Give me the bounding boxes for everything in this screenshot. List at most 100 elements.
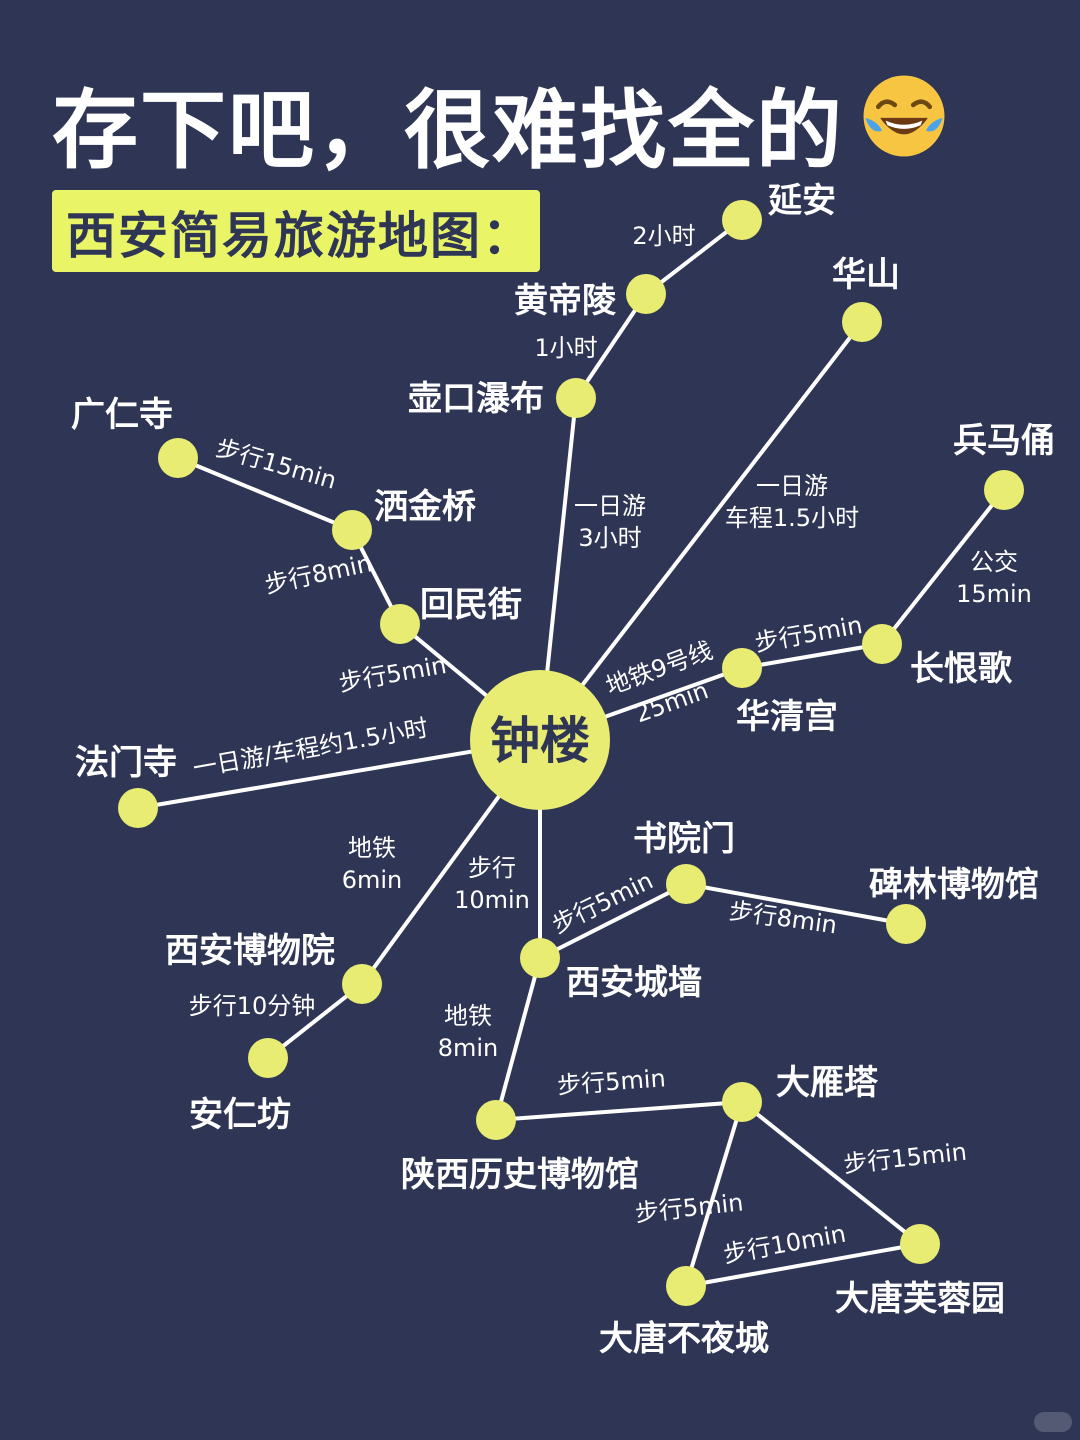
map-subtitle: 西安简易旅游地图： [66, 207, 534, 265]
node-label-huashan: 华山 [832, 255, 900, 295]
edge-label-line: 步行8min [262, 549, 374, 599]
edge-dayanta-furongyuan [740, 1100, 922, 1246]
node-chengqiang [520, 938, 560, 978]
edge-hukou-huangdiling [574, 292, 648, 400]
edge-label-sajinqiao-huiminjie: 步行8min [262, 549, 374, 599]
node-huashan [842, 302, 882, 342]
node-label-beilin: 碑林博物馆 [869, 865, 1039, 905]
node-label-huiminjie: 回民街 [420, 585, 522, 625]
edge-label-chengqiang-shaanxilishi: 地铁 8min [438, 1002, 499, 1062]
edge-label-line: 步行5min [556, 1064, 666, 1100]
edge-label-line: 3小时 [578, 524, 641, 552]
node-yanan [722, 200, 762, 240]
edge-label-line: 公交 [970, 548, 1018, 576]
edge-label-huangdiling-yanan: 2小时 [632, 222, 695, 250]
edge-label-dayanta-furongyuan: 步行15min [842, 1138, 968, 1179]
edge-label-hub-xianbowuyuan: 地铁 6min [342, 834, 403, 894]
node-label-shuyuanmen: 书院门 [633, 819, 735, 859]
node-label-chengqiang: 西安城墙 [566, 963, 702, 1003]
node-label-guangrensi: 广仁寺 [71, 395, 173, 435]
node-label-furongyuan: 大唐芙蓉园 [835, 1279, 1005, 1319]
edge-label-line: 步行15min [213, 434, 340, 495]
node-famensi [118, 788, 158, 828]
edge-label-line: 一日游 [756, 472, 828, 500]
edge-label-line: 8min [438, 1034, 499, 1062]
node-label-famensi: 法门寺 [75, 743, 177, 783]
edge-dayanta-buyecheng [684, 1100, 744, 1288]
edge-huangdiling-yanan [644, 218, 744, 296]
node-xianbowuyuan [342, 964, 382, 1004]
edge-label-line: 车程1.5小时 [725, 504, 859, 532]
edge-hub-huashan [538, 320, 864, 742]
edge-shaanxilishi-dayanta [494, 1100, 744, 1122]
watermark-badge [1034, 1412, 1072, 1432]
node-huangdiling [626, 274, 666, 314]
node-label-sajinqiao: 洒金桥 [374, 487, 476, 527]
edge-label-line: 地铁 [348, 834, 396, 862]
edge-label-line: 10min [454, 886, 530, 914]
edge-label-line: 1小时 [534, 334, 597, 362]
edge-label-guangrensi-sajinqiao: 步行15min [213, 434, 340, 495]
edge-label-hukou-huangdiling: 1小时 [534, 334, 597, 362]
edge-guangrensi-sajinqiao [176, 456, 354, 532]
node-label-dayanta: 大雁塔 [776, 1063, 879, 1103]
edge-label-changhenge-bingmayong: 公交 15min [956, 548, 1032, 608]
edge-label-hub-hukou: 一日游 3小时 [574, 492, 646, 552]
edge-label-dayanta-buyecheng: 步行5min [634, 1188, 745, 1227]
node-shaanxilishi [476, 1100, 516, 1140]
edge-label-line: 一日游/车程约1.5小时 [191, 714, 431, 783]
edge-label-line: 步行15min [842, 1138, 968, 1179]
edge-label-hub-huashan: 一日游车程1.5小时 [725, 472, 859, 532]
edge-chengqiang-shaanxilishi [494, 956, 542, 1122]
edge-label-line: 地铁 [444, 1002, 492, 1030]
node-dayanta [722, 1082, 762, 1122]
node-label-hukou: 壶口瀑布 [408, 379, 544, 419]
node-label-huangdiling: 黄帝陵 [514, 281, 617, 321]
node-buyecheng [666, 1266, 706, 1306]
node-labels-layer: 延安黄帝陵壶口瀑布华山兵马俑长恨歌华清宫广仁寺洒金桥回民街法门寺西安博物院安仁坊… [71, 181, 1055, 1359]
edge-label-huiminjie-hub: 步行5min [337, 651, 449, 697]
edge-huaqinggong-changhenge [740, 642, 884, 670]
node-furongyuan [900, 1224, 940, 1264]
edge-label-line: 步行 [468, 854, 516, 882]
edge-label-shaanxilishi-dayanta: 步行5min [556, 1064, 666, 1100]
node-label-shaanxilishi: 陕西历史博物馆 [401, 1155, 639, 1195]
edge-label-line: 一日游 [574, 492, 646, 520]
edge-label-hub-chengqiang: 步行 10min [454, 854, 530, 914]
hub-node [470, 670, 610, 810]
laughing-with-tears-icon [863, 75, 945, 157]
edge-label-line: 步行5min [337, 651, 449, 697]
node-hukou [556, 378, 596, 418]
node-huiminjie [380, 604, 420, 644]
node-huaqinggong [722, 648, 762, 688]
node-bingmayong [984, 470, 1024, 510]
nodes-layer [118, 200, 1024, 1306]
edge-label-hub-famensi: 一日游/车程约1.5小时 [191, 714, 431, 783]
node-anrenfang [248, 1038, 288, 1078]
node-guangrensi [158, 438, 198, 478]
hub-label: 钟楼 [490, 712, 590, 770]
edge-label-line: 2小时 [632, 222, 695, 250]
edge-label-line: 步行10分钟 [189, 992, 316, 1020]
edge-label-line: 步行8min [727, 897, 838, 940]
node-label-huaqinggong: 华清宫 [736, 697, 838, 737]
node-sajinqiao [332, 510, 372, 550]
edge-label-line: 15min [956, 580, 1032, 608]
edge-label-line: 6min [342, 866, 403, 894]
edge-chengqiang-shuyuanmen [538, 882, 688, 960]
node-label-anrenfang: 安仁坊 [189, 1095, 291, 1135]
edge-changhenge-bingmayong [880, 488, 1006, 646]
node-changhenge [862, 624, 902, 664]
page-title: 存下吧，很难找全的 [52, 81, 844, 181]
edge-label-xianbowuyuan-anrenfang: 步行10分钟 [189, 992, 316, 1020]
edge-label-hub-huaqinggong: 地铁9号线25min [602, 636, 728, 734]
node-label-xianbowuyuan: 西安博物院 [165, 931, 335, 971]
edge-label-line: 步行5min [634, 1188, 745, 1227]
edge-buyecheng-furongyuan [684, 1242, 922, 1288]
node-label-yanan: 延安 [768, 181, 836, 221]
node-label-bingmayong: 兵马俑 [953, 421, 1055, 461]
node-shuyuanmen [666, 864, 706, 904]
node-beilin [886, 904, 926, 944]
edge-label-shuyuanmen-beilin: 步行8min [727, 897, 838, 940]
